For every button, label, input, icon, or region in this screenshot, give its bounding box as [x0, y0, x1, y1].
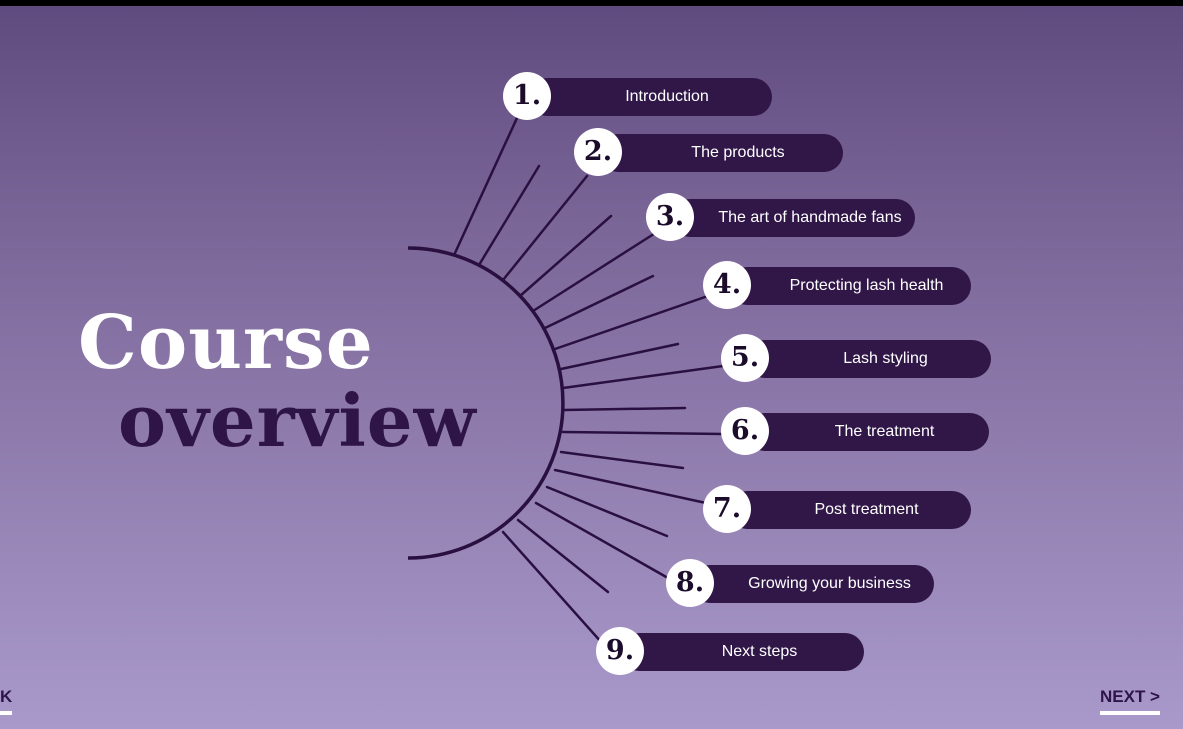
menu-item-the-treatment[interactable]: The treatment 6.	[721, 407, 989, 455]
menu-item-the-products[interactable]: The products 2.	[574, 128, 843, 176]
ray-line	[477, 164, 541, 267]
menu-item-post-treatment[interactable]: Post treatment 7.	[703, 485, 971, 533]
top-bar	[0, 0, 1183, 6]
ray-line	[562, 406, 687, 412]
back-underline	[0, 711, 13, 715]
menu-item-growing-your-business[interactable]: Growing your business 8.	[666, 559, 934, 607]
ray-line	[553, 295, 707, 351]
ray-line	[501, 174, 589, 282]
ray-line	[561, 430, 725, 436]
ray-line	[534, 501, 670, 580]
ray-line	[553, 468, 708, 505]
menu-item-label: The art of handmade fans	[718, 209, 902, 226]
back-button[interactable]: K	[0, 687, 13, 715]
menu-item-number-badge: 2.	[574, 128, 622, 176]
menu-item-label: The treatment	[834, 423, 935, 440]
menu-item-number-badge: 4.	[703, 261, 751, 309]
page-title-line1: Course	[78, 300, 374, 386]
ray-line	[543, 274, 655, 330]
menu-item-number-badge: 7.	[703, 485, 751, 533]
menu-item-label: Next steps	[721, 643, 798, 660]
ray-line	[516, 518, 610, 594]
ray-line	[518, 214, 613, 298]
ray-line	[559, 342, 680, 371]
next-underline	[1100, 711, 1160, 715]
menu-item-number-badge: 8.	[666, 559, 714, 607]
ray-line	[453, 116, 519, 255]
next-button-label: NEXT >	[1100, 687, 1160, 706]
menu-item-number-badge: 6.	[721, 407, 769, 455]
menu-item-label: Lash styling	[843, 350, 928, 367]
menu-item-label: Protecting lash health	[789, 277, 944, 294]
menu-item-label: Post treatment	[814, 501, 919, 518]
menu-item-art-of-handmade-fans[interactable]: The art of handmade fans 3.	[646, 193, 915, 241]
menu-item-number-badge: 1.	[503, 72, 551, 120]
page-title-line2: overview	[118, 378, 477, 463]
menu-item-next-steps[interactable]: Next steps 9.	[596, 627, 864, 675]
back-button-label: K	[0, 687, 13, 706]
menu-item-introduction[interactable]: Introduction 1.	[503, 72, 772, 120]
sunburst-arc	[407, 246, 565, 560]
menu-item-number-badge: 9.	[596, 627, 644, 675]
menu-item-number-badge: 5.	[721, 334, 769, 382]
ray-line	[559, 450, 685, 470]
ray-line	[561, 364, 725, 390]
menu-item-number-badge: 3.	[646, 193, 694, 241]
menu-item-lash-styling[interactable]: Lash styling 5.	[721, 334, 991, 382]
menu-item-protecting-lash-health[interactable]: Protecting lash health 4.	[703, 261, 971, 309]
next-button[interactable]: NEXT >	[1100, 687, 1160, 715]
ray-line	[531, 228, 662, 313]
menu-item-label: Growing your business	[748, 575, 911, 592]
ray-line	[545, 485, 669, 538]
menu-item-label: Introduction	[625, 88, 709, 105]
menu-item-label: The products	[691, 144, 785, 161]
ray-line	[501, 530, 604, 645]
